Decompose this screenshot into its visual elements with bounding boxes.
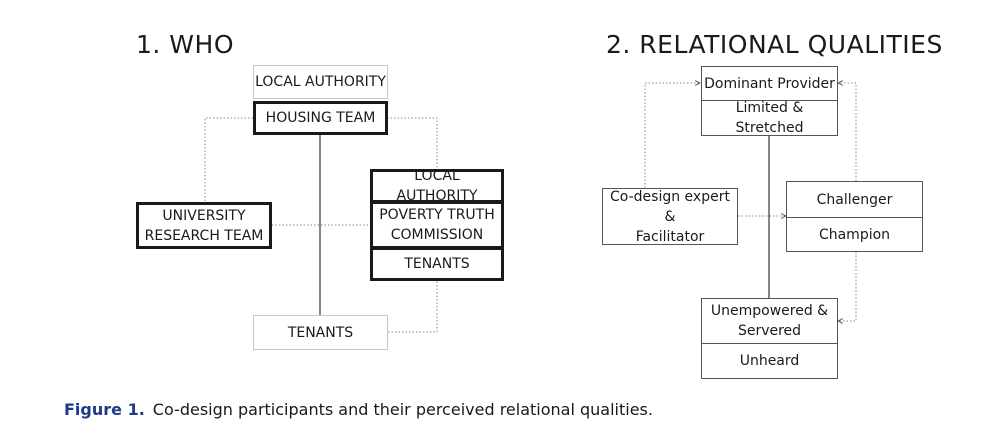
local-authority-right-label: LOCAL AUTHORITY: [396, 168, 478, 204]
who-title: 1. WHO: [136, 30, 234, 59]
tenants-right-label: TENANTS: [404, 256, 470, 272]
housing-team-label: HOUSING TEAM: [265, 110, 376, 126]
figure-caption: Figure 1. Co-design participants and thei…: [64, 400, 653, 419]
local-authority-top-box: LOCAL AUTHORITY: [253, 65, 388, 99]
dominant-provider-box: Dominant Provider: [701, 66, 838, 101]
tenants-bottom-label: TENANTS: [287, 324, 354, 341]
unempowered-label: Unempowered & Servered: [710, 303, 829, 339]
challenger-label: Challenger: [816, 191, 893, 208]
tenants-right-box: TENANTS: [370, 247, 504, 281]
relational-top-right-dotted-arrow: [838, 83, 857, 181]
figure-caption-text: Co-design participants and their perceiv…: [152, 400, 653, 419]
relational-left-dotted-arrow: [644, 83, 700, 188]
who-right-dotted-loop: [387, 117, 438, 169]
unheard-box: Unheard: [701, 343, 838, 379]
poverty-truth-commission-box: POVERTY TRUTH COMMISSION: [370, 201, 504, 249]
limited-stretched-box: Limited & Stretched: [701, 100, 838, 136]
champion-label: Champion: [818, 226, 891, 243]
codesign-expert-box: Co-design expert & Facilitator: [602, 188, 738, 245]
unheard-label: Unheard: [739, 353, 800, 369]
university-research-team-box: UNIVERSITY RESEARCH TEAM: [136, 202, 272, 249]
relational-qualities-title: 2. RELATIONAL QUALITIES: [606, 30, 943, 59]
unempowered-box: Unempowered & Servered: [701, 298, 838, 344]
poverty-truth-commission-label: POVERTY TRUTH COMMISSION: [379, 207, 495, 243]
local-authority-top-label: LOCAL AUTHORITY: [255, 74, 386, 90]
housing-team-box: HOUSING TEAM: [253, 101, 388, 135]
codesign-expert-label: Co-design expert & Facilitator: [610, 188, 730, 245]
who-left-dotted-loop: [204, 117, 253, 202]
dominant-provider-label: Dominant Provider: [704, 75, 835, 92]
university-research-team-label: UNIVERSITY RESEARCH TEAM: [144, 207, 264, 244]
limited-stretched-label: Limited & Stretched: [735, 100, 804, 136]
local-authority-right-box: LOCAL AUTHORITY: [370, 168, 504, 204]
who-bottom-dotted-loop: [388, 281, 438, 333]
challenger-box: Challenger: [786, 181, 923, 218]
tenants-bottom-box: TENANTS: [253, 315, 388, 350]
champion-box: Champion: [786, 217, 923, 252]
figure-caption-label: Figure 1.: [64, 400, 145, 419]
relational-bottom-right-dotted-arrow: [838, 252, 857, 321]
